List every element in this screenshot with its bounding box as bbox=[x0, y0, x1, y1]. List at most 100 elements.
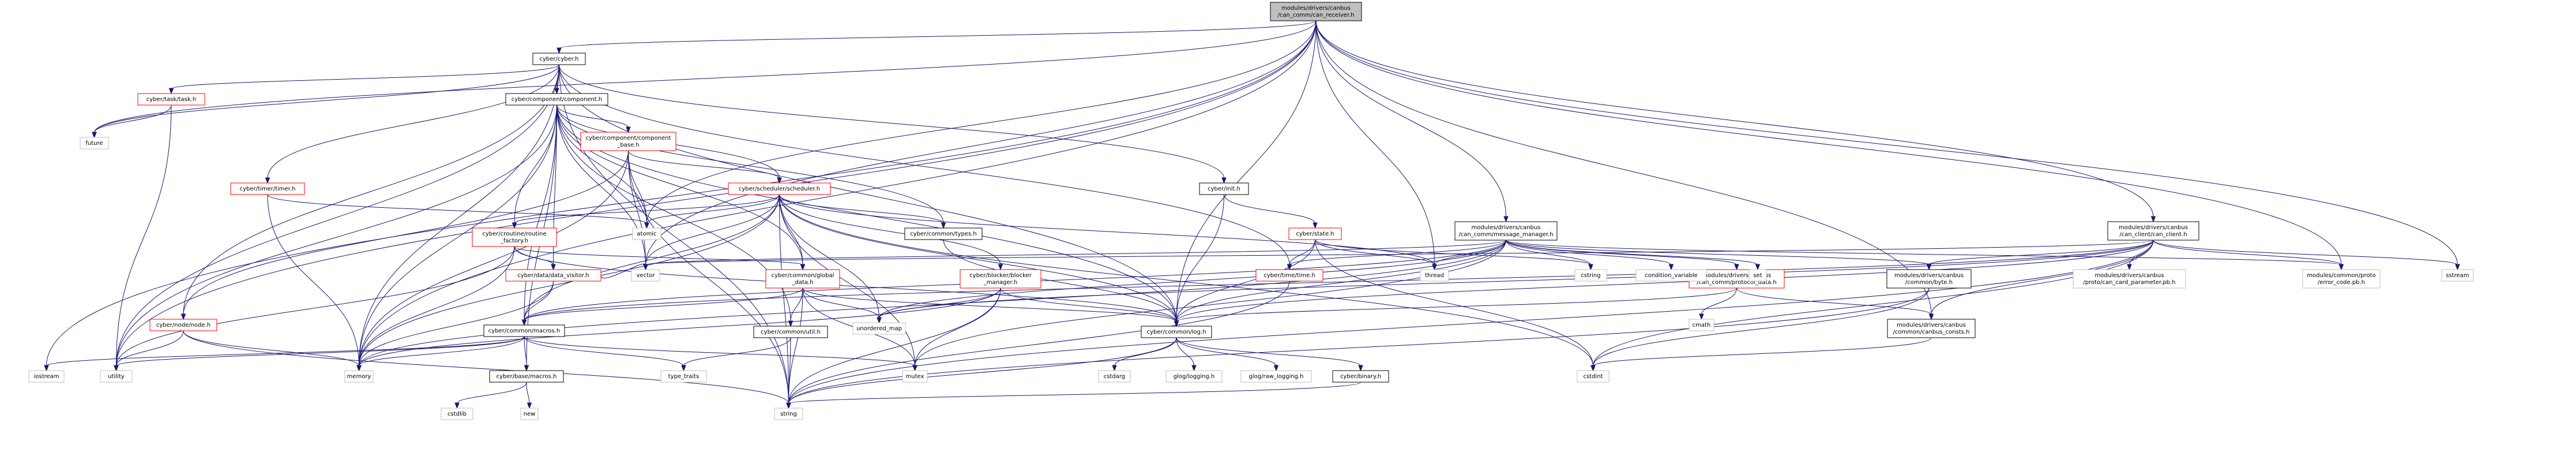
node-iostream: iostream bbox=[28, 370, 65, 383]
node-common-macros-h-box bbox=[483, 324, 565, 337]
edge-timer-to-memory bbox=[267, 194, 359, 367]
edge-root-to-sstream bbox=[1315, 20, 2458, 266]
edge-cyber_h-to-init bbox=[559, 64, 1224, 179]
node-iostream-label-line-1: iostream bbox=[34, 373, 59, 380]
node-condition-variable-label-line-1: condition_variable bbox=[1645, 272, 1698, 279]
edge-compbase-to-scheduler bbox=[628, 150, 780, 179]
node-base-macros-h-label-line-1: cyber/base/macros.h bbox=[497, 373, 557, 380]
edge-msgmgr-to-errorcode bbox=[1506, 240, 2342, 266]
edge-cyber_h-to-string bbox=[559, 64, 789, 404]
edge-component-to-atomic bbox=[556, 104, 647, 224]
node-can-card-parameter-pb-h-label-line-2: /proto/can_card_parameter.pb.h bbox=[2083, 279, 2175, 286]
edge-routine-to-log bbox=[514, 246, 1177, 322]
node-canbus-consts-h[interactable]: modules/drivers/canbus/common/canbus_con… bbox=[1887, 319, 1976, 338]
edge-protocol-to-log bbox=[1176, 287, 1737, 322]
node-node-h-label-line-1: cyber/node/node.h bbox=[156, 322, 210, 328]
edge-scheduler-to-macros bbox=[524, 194, 780, 321]
arrowhead-compbase-to-scheduler bbox=[777, 177, 782, 184]
node-can-client-h-box bbox=[2107, 221, 2199, 241]
node-binary-h-label-line-1: cyber/binary.h bbox=[1340, 373, 1381, 380]
edge-scheduler-to-blockermgr bbox=[779, 194, 1001, 266]
node-data-visitor-h[interactable]: cyber/data/data_visitor.h bbox=[505, 269, 601, 282]
arrowhead-msgmgr-to-memory bbox=[356, 365, 362, 372]
arrowhead-msgmgr-to-protocol bbox=[1734, 264, 1739, 271]
node-global-data-h[interactable]: cyber/common/global_data.h bbox=[765, 269, 840, 289]
edge-canclient-to-errorcode bbox=[2153, 240, 2342, 266]
node-time-h[interactable]: cyber/time/time.h bbox=[1255, 269, 1323, 282]
node-task-h-label-line-1: cyber/task/task.h bbox=[146, 96, 196, 103]
node-new-label-line-1: new bbox=[524, 411, 536, 417]
edge-root-to-errorcode bbox=[1315, 20, 2342, 266]
edge-component-to-utility bbox=[116, 104, 557, 367]
node-node-h[interactable]: cyber/node/node.h bbox=[149, 319, 217, 331]
node-can-receiver-h-box bbox=[1270, 2, 1362, 21]
node-routine-factory-h[interactable]: cyber/croutine/routine_factory.h bbox=[472, 227, 557, 247]
edge-state-to-cstdint bbox=[1315, 239, 1593, 367]
node-init-h-label-line-1: cyber/init.h bbox=[1208, 186, 1240, 192]
edge-msgmgr-to-condvar bbox=[1506, 240, 1672, 266]
node-message-manager-h[interactable]: modules/drivers/canbus/can_comm/message_… bbox=[1454, 221, 1558, 241]
node-blocker-manager-h[interactable]: cyber/blocker/blocker_manager.h bbox=[960, 269, 1041, 289]
node-error-code-pb-h: modules/common/proto/error_code.pb.h bbox=[2302, 269, 2381, 289]
node-cyber-h[interactable]: cyber/cyber.h bbox=[532, 53, 586, 65]
node-timer-h[interactable]: cyber/timer/timer.h bbox=[230, 182, 305, 195]
edge-log-to-binary bbox=[1176, 337, 1361, 367]
arrowhead-msgmgr-to-cstring bbox=[1588, 264, 1593, 271]
arrowhead-globaldata-to-util bbox=[788, 320, 794, 327]
node-iostream-box bbox=[28, 370, 65, 383]
edge-root-to-atomic bbox=[646, 20, 1317, 224]
node-vector: vector bbox=[631, 269, 660, 282]
node-unordered-map-label-line-1: unordered_map bbox=[856, 326, 902, 332]
edge-macros-to-basemacros bbox=[524, 336, 527, 367]
edge-msgmgr-to-unordered_map bbox=[879, 240, 1506, 319]
node-unordered-map: unordered_map bbox=[852, 322, 906, 335]
edge-blockermgr-to-mutex bbox=[915, 287, 1001, 367]
node-common-macros-h[interactable]: cyber/common/macros.h bbox=[483, 324, 565, 337]
node-canbus-consts-h-label-line-1: modules/drivers/canbus bbox=[1897, 322, 1966, 328]
edge-nodeh-to-string bbox=[183, 330, 789, 404]
node-byte-h[interactable]: modules/drivers/canbus/common/byte.h bbox=[1886, 269, 1972, 289]
node-types-h-label-line-1: cyber/common/types.h bbox=[910, 231, 976, 237]
node-util-h[interactable]: cyber/common/util.h bbox=[753, 326, 828, 338]
node-state-h[interactable]: cyber/state.h bbox=[1288, 227, 1342, 240]
node-component-base-h[interactable]: cyber/component/component_base.h bbox=[580, 132, 676, 151]
node-cstdlib: cstdlib bbox=[441, 408, 473, 420]
arrowhead-scheduler-to-blockermgr bbox=[998, 264, 1003, 271]
node-component-h[interactable]: cyber/component/component.h bbox=[505, 93, 608, 106]
node-types-h[interactable]: cyber/common/types.h bbox=[904, 227, 983, 240]
node-common-macros-h-label-line-1: cyber/common/macros.h bbox=[488, 328, 560, 334]
edge-state-to-log bbox=[1176, 239, 1315, 322]
node-scheduler-h[interactable]: cyber/scheduler/scheduler.h bbox=[728, 182, 831, 195]
edge-scheduler-to-log bbox=[779, 194, 1177, 322]
nodes-layer: modules/drivers/canbus/can_comm/can_rece… bbox=[28, 2, 2474, 420]
arrowhead-root-to-canclient bbox=[2150, 216, 2156, 223]
edge-macros-to-utility bbox=[116, 336, 525, 367]
edge-msgmgr-to-cstring bbox=[1506, 240, 1591, 266]
edge-component-to-macros bbox=[524, 104, 557, 321]
edge-component-to-globaldata bbox=[556, 104, 803, 266]
edge-canclient-to-sstream bbox=[2153, 240, 2458, 266]
node-log-h[interactable]: cyber/common/log.h bbox=[1141, 326, 1212, 338]
node-cstdarg-box bbox=[1098, 370, 1131, 383]
node-base-macros-h[interactable]: cyber/base/macros.h bbox=[489, 370, 564, 383]
node-glog-logging-h-label-line-1: glog/logging.h bbox=[1174, 373, 1215, 380]
edge-cyber_h-to-memory bbox=[359, 64, 559, 367]
edge-root-to-memory bbox=[359, 20, 1317, 367]
node-can-client-h[interactable]: modules/drivers/canbus/can_client/can_cl… bbox=[2107, 221, 2199, 241]
edge-compbase-to-memory bbox=[359, 150, 629, 367]
node-task-h[interactable]: cyber/task/task.h bbox=[137, 93, 205, 106]
edge-root-to-thread bbox=[1315, 20, 1435, 266]
node-vector-label-line-1: vector bbox=[637, 272, 656, 279]
node-init-h[interactable]: cyber/init.h bbox=[1199, 182, 1249, 195]
node-canbus-consts-h-box bbox=[1887, 319, 1976, 338]
edge-msgmgr-to-log bbox=[1176, 240, 1506, 322]
edge-root-to-consts bbox=[1315, 20, 1932, 315]
node-component-base-h-label-line-2: _base.h bbox=[616, 142, 639, 148]
edge-task-to-utility bbox=[116, 104, 172, 367]
node-binary-h[interactable]: cyber/binary.h bbox=[1332, 370, 1389, 383]
edge-root-to-iostream bbox=[46, 20, 1317, 367]
arrowhead-routine-to-datavisitor bbox=[551, 264, 556, 271]
edge-globaldata-to-log bbox=[802, 287, 1177, 322]
node-new: new bbox=[520, 408, 539, 420]
